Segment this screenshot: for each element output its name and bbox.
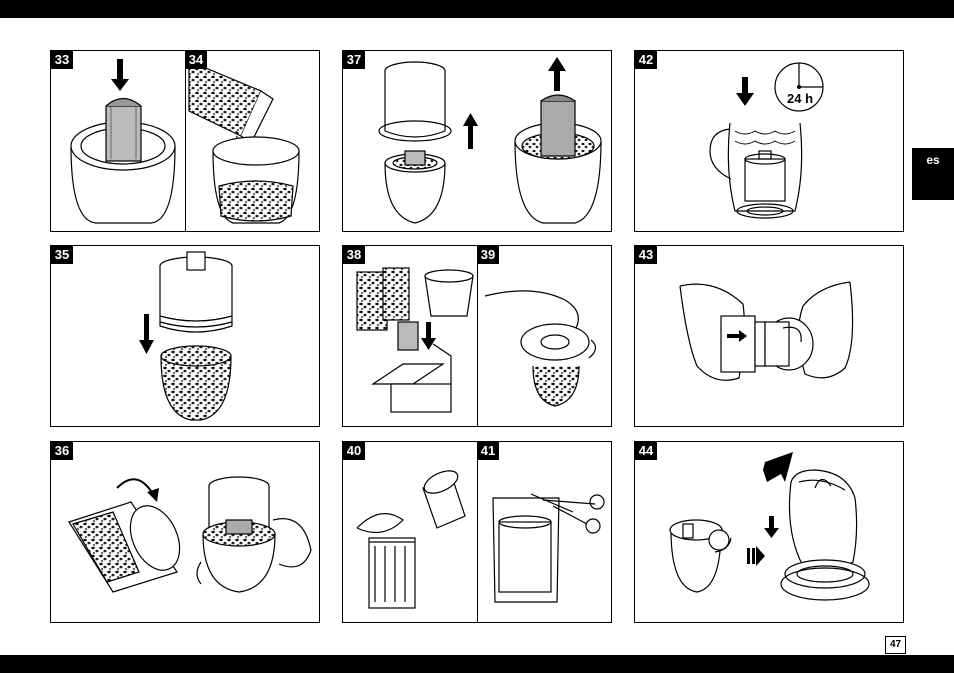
jug-soaking-figure [710, 123, 802, 218]
arrow-down-icon [139, 314, 154, 354]
illustration-38-39 [343, 246, 612, 427]
panel-43: 43 [634, 245, 904, 427]
top-black-bar [0, 0, 954, 18]
illustration-42: 24 h [635, 51, 904, 232]
illustration-44 [635, 442, 904, 623]
step-number-41: 41 [477, 442, 499, 460]
language-tab: es [912, 148, 954, 200]
tilted-container-figure [69, 498, 189, 592]
step-number-40: 40 [343, 442, 365, 460]
panel-35: 35 [50, 245, 320, 427]
clock-label: 24 h [787, 91, 813, 106]
arrow-up-icon-left [463, 113, 478, 149]
step-number-35: 35 [51, 246, 73, 264]
disposal-figure [357, 466, 465, 608]
panel-33-34: 33 34 [50, 50, 320, 232]
panel-38-39: 38 39 [342, 245, 612, 427]
lid-removal-figure [379, 62, 451, 223]
cartridge-insert-figure [71, 99, 175, 224]
pouring-pellets-figure [189, 61, 299, 223]
arrow-down-icon [111, 59, 129, 91]
cartridge-inserted-figure [670, 520, 731, 592]
panel-44: 44 [634, 441, 904, 623]
rotate-arrow-icon [117, 479, 159, 502]
cartridge-figure [160, 252, 232, 332]
panel-42: 24 h 42 [634, 50, 904, 232]
step-number-37: 37 [343, 51, 365, 69]
step-number-42: 42 [635, 51, 657, 69]
panel-37: 37 [342, 50, 612, 232]
step-number-43: 43 [635, 246, 657, 264]
cartridge-lift-figure [515, 95, 601, 223]
hands-assembly-figure [680, 282, 853, 380]
step-number-33: 33 [51, 51, 73, 69]
step-number-34: 34 [185, 51, 207, 69]
pellet-container-figure [161, 346, 231, 420]
illustration-40-41 [343, 442, 612, 623]
arrow-down-icon [736, 77, 754, 106]
illustration-37 [343, 51, 612, 232]
arrow-bold-down-right-icon [763, 452, 793, 482]
panel-36: 36 [50, 441, 320, 623]
illustration-36 [51, 442, 320, 623]
step-number-36: 36 [51, 442, 73, 460]
bag-cutting-figure [493, 494, 604, 602]
arrow-down-icon [764, 516, 779, 538]
step-number-44: 44 [635, 442, 657, 460]
hand-twisting-cap-figure [485, 291, 596, 406]
refill-packages-figure [357, 268, 473, 412]
step-number-38: 38 [343, 246, 365, 264]
step-number-39: 39 [477, 246, 499, 264]
panel-40-41: 40 41 [342, 441, 612, 623]
device-base-figure [781, 470, 869, 600]
arrow-right-icon [747, 546, 765, 566]
hand-shaking-figure [197, 477, 311, 592]
illustration-35 [51, 246, 320, 427]
arrow-up-icon-right [548, 57, 566, 91]
page-number: 47 [885, 636, 906, 654]
arrow-down-icon [421, 322, 436, 350]
illustration-33-34 [51, 51, 320, 232]
illustration-43 [635, 246, 904, 427]
bottom-black-bar [0, 655, 954, 673]
